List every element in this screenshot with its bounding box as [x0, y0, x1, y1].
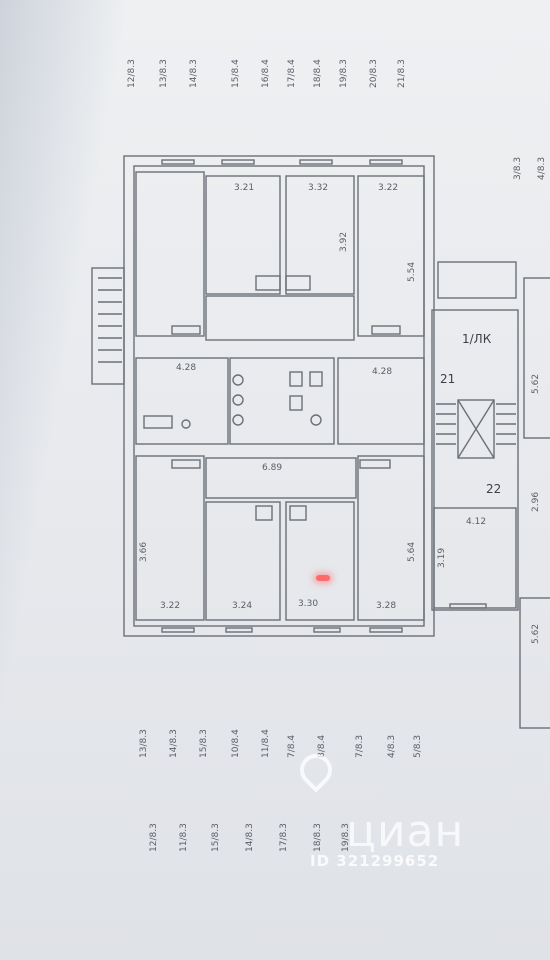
small-room-top-right — [437, 261, 517, 299]
dim-322-top: 3.22 — [378, 183, 399, 193]
dim-321: 3.21 — [234, 183, 255, 193]
watermark-id: ID 321299652 — [310, 852, 440, 870]
room-mid-left — [135, 357, 229, 445]
room-top-3 — [285, 175, 355, 295]
corridor-low — [205, 457, 357, 499]
corridor-top — [205, 295, 355, 341]
dim-428a: 4.28 — [176, 363, 197, 373]
top-label: 15/8.4 — [231, 59, 241, 88]
inner-wall — [133, 165, 425, 627]
dim-328: 3.28 — [376, 601, 397, 611]
dim-322-bottom: 3.22 — [160, 601, 181, 611]
top-label: 19/8.3 — [339, 59, 349, 88]
room-top-right — [357, 175, 425, 337]
dim-562b: 5.62 — [531, 623, 541, 644]
dim-689: 6.89 — [262, 463, 283, 473]
stair-block — [431, 309, 519, 611]
dim-332: 3.32 — [308, 183, 329, 193]
room-low-3 — [285, 501, 355, 621]
dim-412: 4.12 — [466, 517, 487, 527]
bottom-label: 15/8.3 — [199, 729, 209, 758]
bottom-label-2: 17/8.3 — [279, 823, 289, 852]
wc-block — [229, 357, 335, 445]
room-label-lk: 1/ЛК — [462, 332, 492, 346]
dim-296: 2.96 — [531, 491, 541, 512]
bottom-label: 4/8.3 — [387, 734, 397, 758]
room-low-left — [135, 455, 205, 621]
room-low-2 — [205, 501, 281, 621]
stair-well — [457, 399, 495, 459]
bottom-label: 7/8.3 — [355, 734, 365, 758]
dim-319: 3.19 — [437, 547, 447, 568]
right-room-b — [519, 597, 550, 729]
top-label: 21/8.3 — [397, 59, 407, 88]
room-label-21: 21 — [440, 372, 456, 386]
top-label: 18/8.4 — [313, 59, 323, 88]
balcony — [91, 267, 125, 385]
dim-330: 3.30 — [298, 599, 319, 609]
watermark: циан ID 321299652 — [293, 747, 500, 876]
bottom-label: 14/8.3 — [169, 729, 179, 758]
right-edge-label: 3/8.3 — [513, 156, 523, 180]
bottom-label: 7/8.4 — [287, 734, 297, 758]
dim-428b: 4.28 — [372, 367, 393, 377]
right-edge-label: 4/8.3 — [537, 156, 547, 180]
bottom-label: 13/8.3 — [139, 729, 149, 758]
right-room-a — [523, 277, 550, 439]
room-top-2 — [205, 175, 281, 295]
dim-564: 5.64 — [407, 541, 417, 562]
bottom-label-2: 14/8.3 — [245, 823, 255, 852]
bottom-label-2: 12/8.3 — [149, 823, 159, 852]
dim-562a: 5.62 — [531, 373, 541, 394]
top-label: 13/8.3 — [159, 59, 169, 88]
room-mid-right — [337, 357, 425, 445]
bottom-label: 5/8.3 — [413, 734, 423, 758]
top-label: 20/8.3 — [369, 59, 379, 88]
bottom-label: 11/8.4 — [261, 729, 271, 758]
top-labels: 12/8.3 — [127, 59, 137, 88]
bottom-label-2: 15/8.3 — [211, 823, 221, 852]
watermark-brand: циан — [346, 806, 465, 857]
top-label: 14/8.3 — [189, 59, 199, 88]
room-label-22: 22 — [486, 482, 502, 496]
room-low-right — [357, 455, 425, 621]
room-top-left — [135, 171, 205, 337]
top-label: 17/8.4 — [287, 59, 297, 88]
bottom-label-2: 11/8.3 — [179, 823, 189, 852]
dim-554: 5.54 — [407, 261, 417, 282]
outer-wall — [123, 155, 435, 637]
highlight-mark — [316, 575, 330, 581]
dim-324: 3.24 — [232, 601, 253, 611]
top-label: 16/8.4 — [261, 59, 271, 88]
bottom-label: 10/8.4 — [231, 729, 241, 758]
dim-366: 3.66 — [139, 541, 149, 562]
dim-392: 3.92 — [339, 231, 349, 252]
